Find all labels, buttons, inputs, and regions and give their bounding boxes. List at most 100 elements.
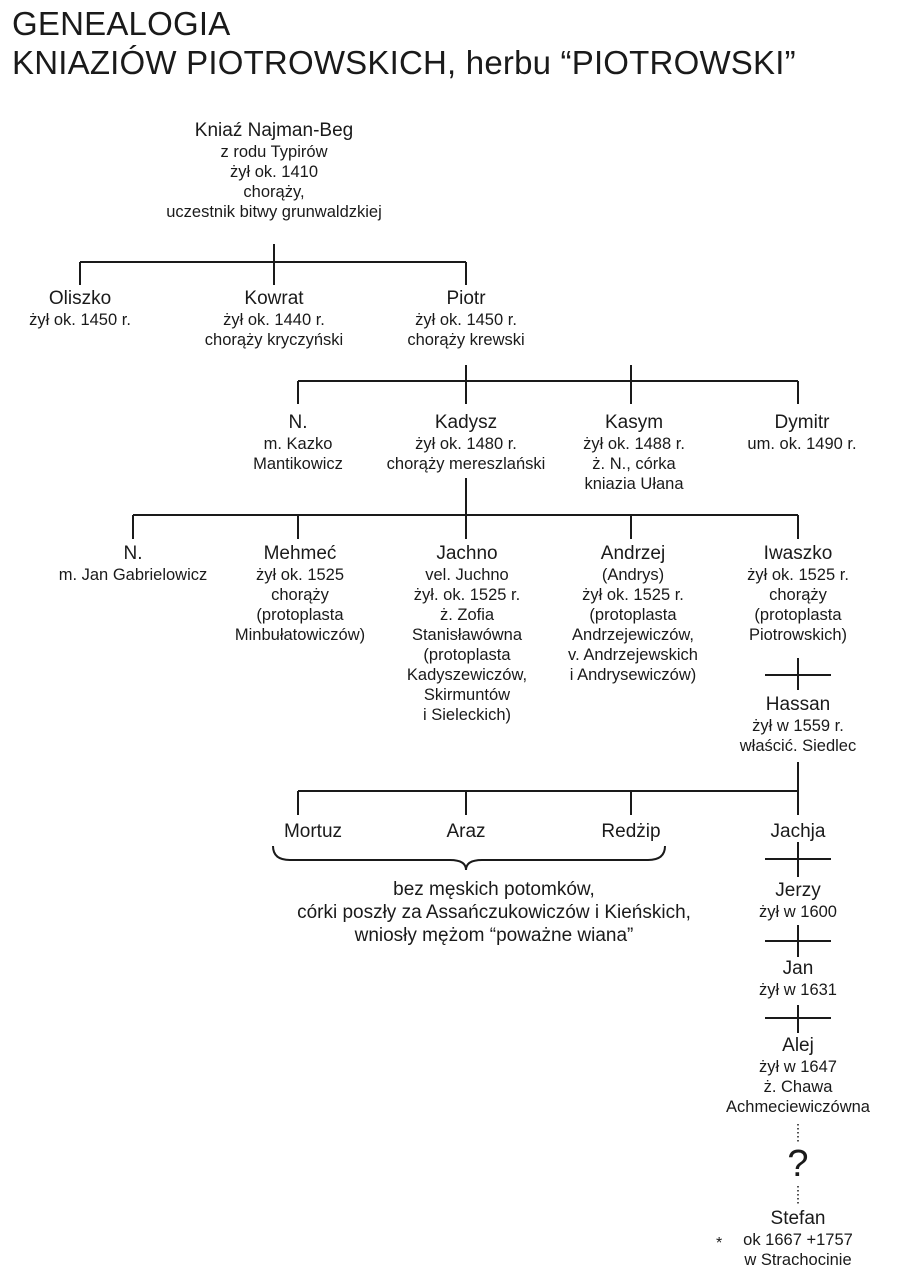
- person-name: Kowrat: [244, 288, 304, 309]
- brace-note-line: wniosły mężom “poważne wiana”: [354, 925, 634, 946]
- person-name: Mortuz: [283, 821, 343, 842]
- person-name: Kasym: [604, 412, 664, 433]
- person-detail: i Sieleckich): [422, 706, 512, 724]
- person-jerzy: Jerzy żył w 1600: [759, 880, 837, 922]
- person-jachja: Jachja: [771, 821, 826, 843]
- person-kadysz: Kadysz żył ok. 1480 r. chorąży mereszlań…: [387, 412, 546, 474]
- unknown-link-question-mark: ?: [787, 1143, 809, 1185]
- person-name: Mehmeć: [263, 543, 337, 564]
- person-name: Stefan: [770, 1208, 826, 1229]
- person-araz: Araz: [446, 821, 485, 843]
- person-detail: chorąży mereszlański: [386, 455, 546, 473]
- person-kasym: Kasym żył ok. 1488 r. ż. N., córka kniaz…: [583, 412, 685, 494]
- person-jachno: Jachno vel. Juchno żył. ok. 1525 r. ż. Z…: [407, 543, 527, 725]
- person-oliszko: Oliszko żył ok. 1450 r.: [29, 288, 131, 330]
- person-detail: (Andrys): [601, 566, 665, 584]
- person-detail: i Andrysewiczów): [569, 666, 697, 684]
- person-name: Jachja: [770, 821, 826, 842]
- person-detail: kniazia Ułana: [584, 475, 684, 493]
- brace: [272, 845, 666, 871]
- person-name: Oliszko: [48, 288, 112, 309]
- person-detail: żył w 1600: [759, 903, 837, 921]
- person-detail: żył w 1559 r.: [752, 717, 844, 735]
- person-detail: żył. ok. 1525 r.: [413, 586, 521, 604]
- page-title-line-1: GENEALOGIA: [12, 5, 231, 42]
- person-detail: chorąży: [769, 586, 827, 604]
- person-detail: żył ok. 1525 r.: [582, 586, 684, 604]
- person-hassan: Hassan żył w 1559 r. właścić. Siedlec: [740, 694, 856, 756]
- person-detail: chorąży,: [243, 183, 305, 201]
- person-detail: um. ok. 1490 r.: [747, 435, 857, 453]
- person-detail: chorąży: [271, 586, 329, 604]
- person-mortuz: Mortuz: [284, 821, 342, 843]
- person-detail: żył w 1647: [759, 1058, 837, 1076]
- person-detail: żył ok. 1488 r.: [583, 435, 685, 453]
- brace-note-line: bez męskich potomków,: [393, 879, 595, 900]
- person-dymitr: Dymitr um. ok. 1490 r.: [747, 412, 856, 454]
- person-detail: Stanisławówna: [411, 626, 523, 644]
- person-detail: (protoplasta: [256, 606, 344, 624]
- person-redzip: Redżip: [601, 821, 660, 843]
- person-piotr: Piotr żył ok. 1450 r. chorąży krewski: [407, 288, 524, 350]
- person-name: Dymitr: [774, 412, 830, 433]
- brace-note: bez męskich potomków, córki poszły za As…: [297, 878, 691, 947]
- person-detail: ż. N., córka: [592, 455, 676, 473]
- person-detail: (protoplasta: [754, 606, 842, 624]
- person-detail: Skirmuntów: [423, 686, 511, 704]
- person-name: Araz: [446, 821, 486, 842]
- person-detail: żył ok. 1450 r.: [415, 311, 517, 329]
- person-name: Jachno: [436, 543, 498, 564]
- person-detail: z rodu Typirów: [220, 143, 328, 161]
- person-name: Kadysz: [434, 412, 498, 433]
- person-detail: Mantikowicz: [253, 455, 343, 473]
- person-detail: Kadyszewiczów,: [406, 666, 528, 684]
- person-mehmec: Mehmeć żył ok. 1525 chorąży (protoplasta…: [235, 543, 365, 645]
- person-detail: (protoplasta: [423, 646, 511, 664]
- person-name: Alej: [782, 1035, 814, 1056]
- person-name: N.: [123, 543, 143, 564]
- person-detail: ż. Chawa: [763, 1078, 833, 1096]
- person-n-gabrielowicz: N. m. Jan Gabrielowicz: [59, 543, 208, 585]
- person-detail: uczestnik bitwy grunwaldzkiej: [166, 203, 382, 221]
- person-alej: Alej żył w 1647 ż. Chawa Achmeciewiczówn…: [726, 1035, 870, 1117]
- person-andrzej: Andrzej (Andrys) żył ok. 1525 r. (protop…: [568, 543, 698, 685]
- person-detail: żył ok. 1450 r.: [29, 311, 131, 329]
- person-detail: Achmeciewiczówna: [726, 1098, 870, 1116]
- person-detail: Andrzejewiczów,: [572, 626, 694, 644]
- birth-symbol: *: [716, 1235, 723, 1252]
- person-detail: żył ok. 1480 r.: [415, 435, 517, 453]
- person-jan: Jan żył w 1631: [759, 958, 837, 1000]
- person-name: N.: [288, 412, 308, 433]
- person-name: Kniaź Najman-Beg: [194, 120, 354, 141]
- brace-note-line: córki poszły za Assańczukowiczów i Kieńs…: [297, 902, 691, 923]
- person-detail: żył ok. 1440 r.: [223, 311, 325, 329]
- page-title-line-2: KNIAZIÓW PIOTROWSKICH, herbu “PIOTROWSKI…: [12, 44, 796, 81]
- person-detail: ż. Zofia: [439, 606, 495, 624]
- person-detail: m. Jan Gabrielowicz: [58, 566, 208, 584]
- person-detail: żył ok. 1525 r.: [747, 566, 849, 584]
- person-name: Iwaszko: [763, 543, 833, 564]
- person-name: Jan: [782, 958, 814, 979]
- person-detail: Piotrowskich): [748, 626, 848, 644]
- person-kowrat: Kowrat żył ok. 1440 r. chorąży kryczyńsk…: [205, 288, 343, 350]
- person-n-kazko: N. m. Kazko Mantikowicz: [253, 412, 343, 474]
- person-detail: chorąży kryczyński: [204, 331, 344, 349]
- person-name: Hassan: [765, 694, 831, 715]
- person-detail: żył w 1631: [759, 981, 837, 999]
- person-najman-beg: Kniaź Najman-Beg z rodu Typirów żył ok. …: [166, 120, 382, 222]
- person-detail: w Strachocinie: [744, 1251, 852, 1269]
- person-detail: żył ok. 1410: [229, 163, 319, 181]
- person-stefan: Stefan ok 1667 +1757 w Strachocinie: [743, 1208, 853, 1270]
- person-name: Redżip: [601, 821, 661, 842]
- person-detail: właścić. Siedlec: [739, 737, 857, 755]
- person-name: Piotr: [446, 288, 486, 309]
- person-name: Jerzy: [775, 880, 821, 901]
- person-detail: m. Kazko: [263, 435, 333, 453]
- person-detail: v. Andrzejewskich: [568, 646, 698, 664]
- person-detail: vel. Juchno: [425, 566, 509, 584]
- person-detail: Minbułatowiczów): [234, 626, 366, 644]
- person-detail: chorąży krewski: [407, 331, 525, 349]
- person-detail: (protoplasta: [589, 606, 677, 624]
- person-detail: żył ok. 1525: [255, 566, 345, 584]
